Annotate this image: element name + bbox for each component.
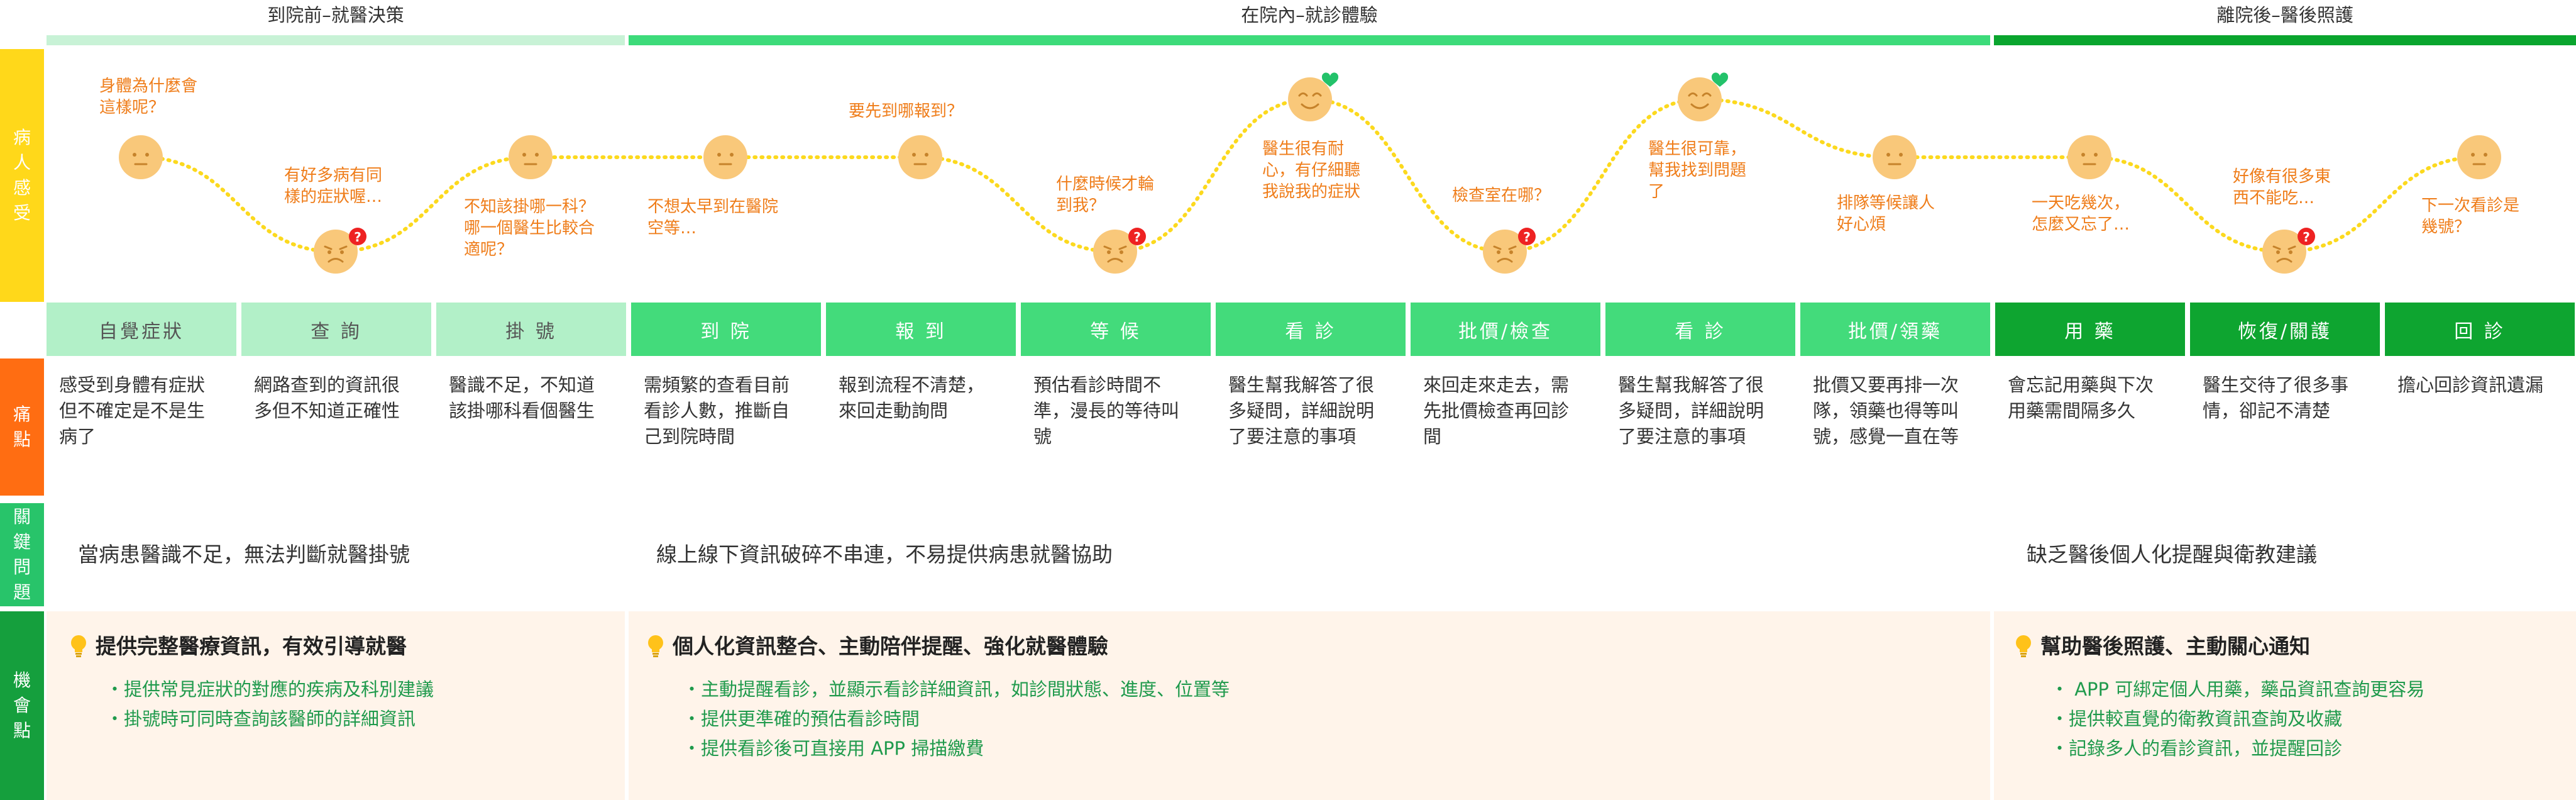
phase-bar-before [47, 35, 625, 45]
stage-label: 報 到 [826, 303, 1016, 356]
issue-during: 線上線下資訊破碎不串連，不易提供病患就醫協助 [656, 542, 1113, 567]
stage-label: 用 藥 [1995, 303, 2185, 356]
emotion-face-sad: ? [2262, 228, 2315, 274]
pain-point: 擔心回診資訊遺漏 [2397, 374, 2544, 396]
emotion-text: 不想太早到在醫院 空等… [647, 197, 779, 238]
pain-point: 報到流程不清楚， 來回走動詢問 [839, 374, 985, 421]
lightbulb-icon [2016, 635, 2031, 657]
pain-point: 醫生交待了很多事 情，卻記不清楚 [2203, 374, 2349, 421]
emotion-text: 下一次看診是 幾號？ [2421, 196, 2520, 236]
side-label-feeling: 病人感受 [0, 49, 44, 302]
emotion-text: 好像有很多東 西不能吃… [2233, 167, 2331, 208]
side-label-pain: 痛點 [0, 358, 44, 496]
svg-text:?: ? [354, 230, 361, 245]
emotion-text: 檢查室在哪？ [1452, 186, 1551, 205]
pain-point: 批價又要再排一次 隊，領藥也得等叫 號，感覺一直在等 [1813, 374, 1959, 447]
opportunity-box-before [47, 611, 625, 800]
pain-point: 預估看診時間不 準，漫長的等待叫 號 [1033, 374, 1180, 447]
pain-point: 醫生幫我解答了很 多疑問，詳細說明 了要注意的事項 [1618, 374, 1764, 447]
emotion-text: 不知該掛哪一科？ 哪一個醫生比較合 適呢？ [464, 197, 595, 259]
heart-icon [1711, 72, 1729, 87]
emotion-face-happy [1288, 72, 1339, 121]
emotion-text: 什麼時候才輪 到我？ [1056, 175, 1155, 215]
emotion-face-sad: ? [314, 228, 366, 274]
question-mark-icon: ? [1128, 228, 1146, 245]
phase-bar-during [629, 35, 1990, 45]
emotion-text: 排隊等候讓人 好心煩 [1837, 194, 1935, 234]
emotion-text: 身體為什麼會 這樣呢？ [99, 77, 198, 117]
opportunity-title: 提供完整醫療資訊，有效引導就醫 [96, 634, 407, 658]
lightbulb-icon [71, 635, 86, 657]
opportunity-box-after [1994, 611, 2576, 800]
pain-point: 需頻繁的查看目前 看診人數，推斷自 己到院時間 [644, 374, 790, 447]
stage-label: 掛 號 [436, 303, 626, 356]
emotion-face-sad: ? [1483, 228, 1536, 274]
stage-label: 自覺症狀 [47, 303, 236, 356]
heart-icon [1321, 72, 1339, 87]
opportunity-item: ・提供較直覺的衛教資訊查詢及收藏 [2050, 708, 2343, 730]
side-label-issue: 關鍵問題 [0, 503, 44, 606]
opportunity-item: ・掛號時可同時查詢該醫師的詳細資訊 [106, 708, 416, 730]
emotion-curve-chart: ???? [119, 72, 2501, 274]
emotion-face-neutral [703, 135, 747, 179]
emotion-text: 要先到哪報到？ [849, 102, 964, 121]
phase-label-after: 離院後–醫後照護 [2216, 4, 2353, 26]
question-mark-icon: ? [349, 228, 366, 245]
pain-point: 會忘記用藥與下次 用藥需間隔多久 [2008, 374, 2154, 421]
stage-label: 看 診 [1605, 303, 1795, 356]
stage-label: 看 診 [1216, 303, 1406, 356]
emotion-face-sad: ? [1093, 228, 1146, 274]
issue-after: 缺乏醫後個人化提醒與衛教建議 [2027, 542, 2317, 567]
question-mark-icon: ? [2298, 228, 2315, 245]
pain-point: 醫生幫我解答了很 多疑問，詳細說明 了要注意的事項 [1228, 374, 1375, 447]
stage-label: 查 詢 [241, 303, 431, 356]
emotion-face-neutral [509, 135, 553, 179]
svg-text:?: ? [1523, 230, 1531, 245]
emotion-text: 一天吃幾次， 怎麼又忘了… [2032, 194, 2130, 234]
opportunity-item: ・提供看診後可直接用 APP 掃描繳費 [683, 738, 984, 759]
issue-before: 當病患醫識不足，無法判斷就醫掛號 [78, 542, 410, 567]
emotion-face-neutral [119, 135, 163, 179]
svg-text:?: ? [2303, 230, 2310, 245]
side-label-opportunity: 機會點 [0, 611, 44, 800]
lightbulb-icon [648, 635, 663, 657]
stage-label: 批價/領藥 [1800, 303, 1990, 356]
emotion-face-neutral [898, 135, 942, 179]
stage-label: 等 候 [1021, 303, 1211, 356]
pain-point: 醫識不足，不知道 該掛哪科看個醫生 [449, 374, 595, 421]
phase-bar-after [1994, 35, 2576, 45]
stage-label: 回 診 [2385, 303, 2575, 356]
opportunity-box-during [629, 611, 1990, 800]
phase-label-during: 在院內–就診體驗 [1241, 4, 1378, 26]
opportunity-title: 幫助醫後照護、主動關心通知 [2040, 634, 2310, 658]
opportunity-item: ・記錄多人的看診資訊，並提醒回診 [2050, 738, 2343, 759]
emotion-text: 醫生很有耐 心，有仔細聽 我說我的症狀 [1262, 140, 1361, 201]
question-mark-icon: ? [1518, 228, 1536, 245]
emotion-face-neutral [2457, 135, 2501, 179]
emotion-face-neutral [2067, 135, 2111, 179]
pain-point: 感受到身體有症狀 但不確定是不是生 病了 [59, 374, 206, 447]
opportunity-title: 個人化資訊整合、主動陪伴提醒、強化就醫體驗 [673, 634, 1108, 658]
opportunity-item: ・主動提醒看診，並顯示看診詳細資訊，如診間狀態、進度、位置等 [683, 679, 1230, 700]
svg-text:?: ? [1133, 230, 1141, 245]
pain-point: 來回走來走去，需 先批價檢查再回診 間 [1423, 374, 1570, 447]
emotion-face-happy [1678, 72, 1729, 121]
stage-label: 恢復/關護 [2190, 303, 2380, 356]
stage-label: 批價/檢查 [1411, 303, 1600, 356]
emotion-text: 醫生很可靠， 幫我找到問題 了 [1648, 140, 1747, 201]
opportunity-item: ・提供常見症狀的對應的疾病及科別建議 [106, 679, 434, 700]
emotion-text: 有好多病有同 樣的症狀喔… [284, 166, 383, 206]
phase-label-before: 到院前–就醫決策 [267, 4, 404, 26]
pain-point: 網路查到的資訊很 多但不知道正確性 [254, 374, 400, 421]
emotion-face-neutral [1873, 135, 1917, 179]
opportunity-item: ・提供更準確的預估看診時間 [683, 708, 920, 730]
stage-label: 到 院 [631, 303, 821, 356]
opportunity-item: ・ APP 可綁定個人用藥，藥品資訊查詢更容易 [2050, 679, 2425, 700]
